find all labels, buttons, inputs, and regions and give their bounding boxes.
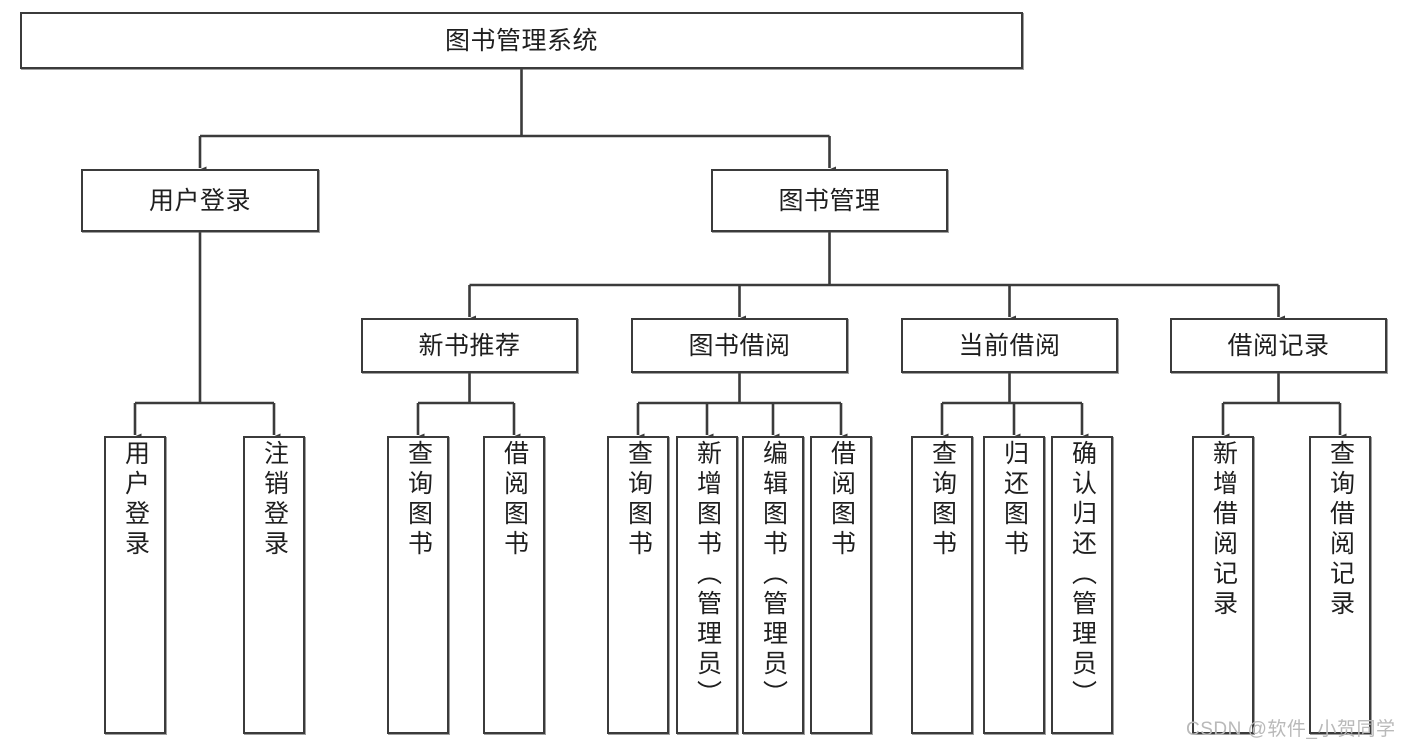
node-root[interactable]: 图书管理系统 [20,12,1023,69]
node-new-book-recommendation[interactable]: 新书推荐 [361,318,578,373]
leaf-add-borrow-record-label: 新增借阅记录 [1209,440,1238,620]
leaf-query-book-borrow-label: 查询图书 [624,440,653,560]
leaf-user-logout[interactable]: 注销登录 [243,436,305,734]
leaf-confirm-return-admin[interactable]: 确认归还（管理员） [1051,436,1113,734]
leaf-query-borrow-record[interactable]: 查询借阅记录 [1309,436,1371,734]
node-book-borrowing-label: 图书借阅 [688,331,791,360]
node-user-login-label: 用户登录 [148,186,251,215]
leaf-return-book[interactable]: 归还图书 [983,436,1045,734]
node-user-login[interactable]: 用户登录 [81,169,319,232]
node-borrow-records[interactable]: 借阅记录 [1170,318,1387,373]
node-new-book-recommendation-label: 新书推荐 [418,331,521,360]
leaf-borrow-book[interactable]: 借阅图书 [810,436,872,734]
node-book-management[interactable]: 图书管理 [711,169,948,232]
leaf-query-book-recommend[interactable]: 查询图书 [387,436,449,734]
leaf-confirm-return-admin-label: 确认归还（管理员） [1068,440,1097,710]
leaf-borrow-book-recommend[interactable]: 借阅图书 [483,436,545,734]
node-current-borrowing[interactable]: 当前借阅 [901,318,1118,373]
node-root-label: 图书管理系统 [444,26,598,55]
node-book-management-label: 图书管理 [778,186,881,215]
leaf-query-book-borrow[interactable]: 查询图书 [607,436,669,734]
leaf-borrow-book-label: 借阅图书 [827,440,856,560]
node-book-borrowing[interactable]: 图书借阅 [631,318,848,373]
node-borrow-records-label: 借阅记录 [1227,331,1330,360]
leaf-edit-book-admin-label: 编辑图书（管理员） [759,440,788,710]
leaf-user-login-label: 用户登录 [121,440,150,560]
leaf-user-logout-label: 注销登录 [260,440,289,560]
leaf-query-book-current-label: 查询图书 [928,440,957,560]
leaf-user-login[interactable]: 用户登录 [104,436,166,734]
leaf-borrow-book-recommend-label: 借阅图书 [500,440,529,560]
leaf-add-book-admin-label: 新增图书（管理员） [693,440,722,710]
leaf-query-borrow-record-label: 查询借阅记录 [1326,440,1355,620]
leaf-add-borrow-record[interactable]: 新增借阅记录 [1192,436,1254,734]
leaf-edit-book-admin[interactable]: 编辑图书（管理员） [742,436,804,734]
node-current-borrowing-label: 当前借阅 [958,331,1061,360]
leaf-query-book-current[interactable]: 查询图书 [911,436,973,734]
leaf-query-book-recommend-label: 查询图书 [404,440,433,560]
leaf-return-book-label: 归还图书 [1000,440,1029,560]
leaf-add-book-admin[interactable]: 新增图书（管理员） [676,436,738,734]
